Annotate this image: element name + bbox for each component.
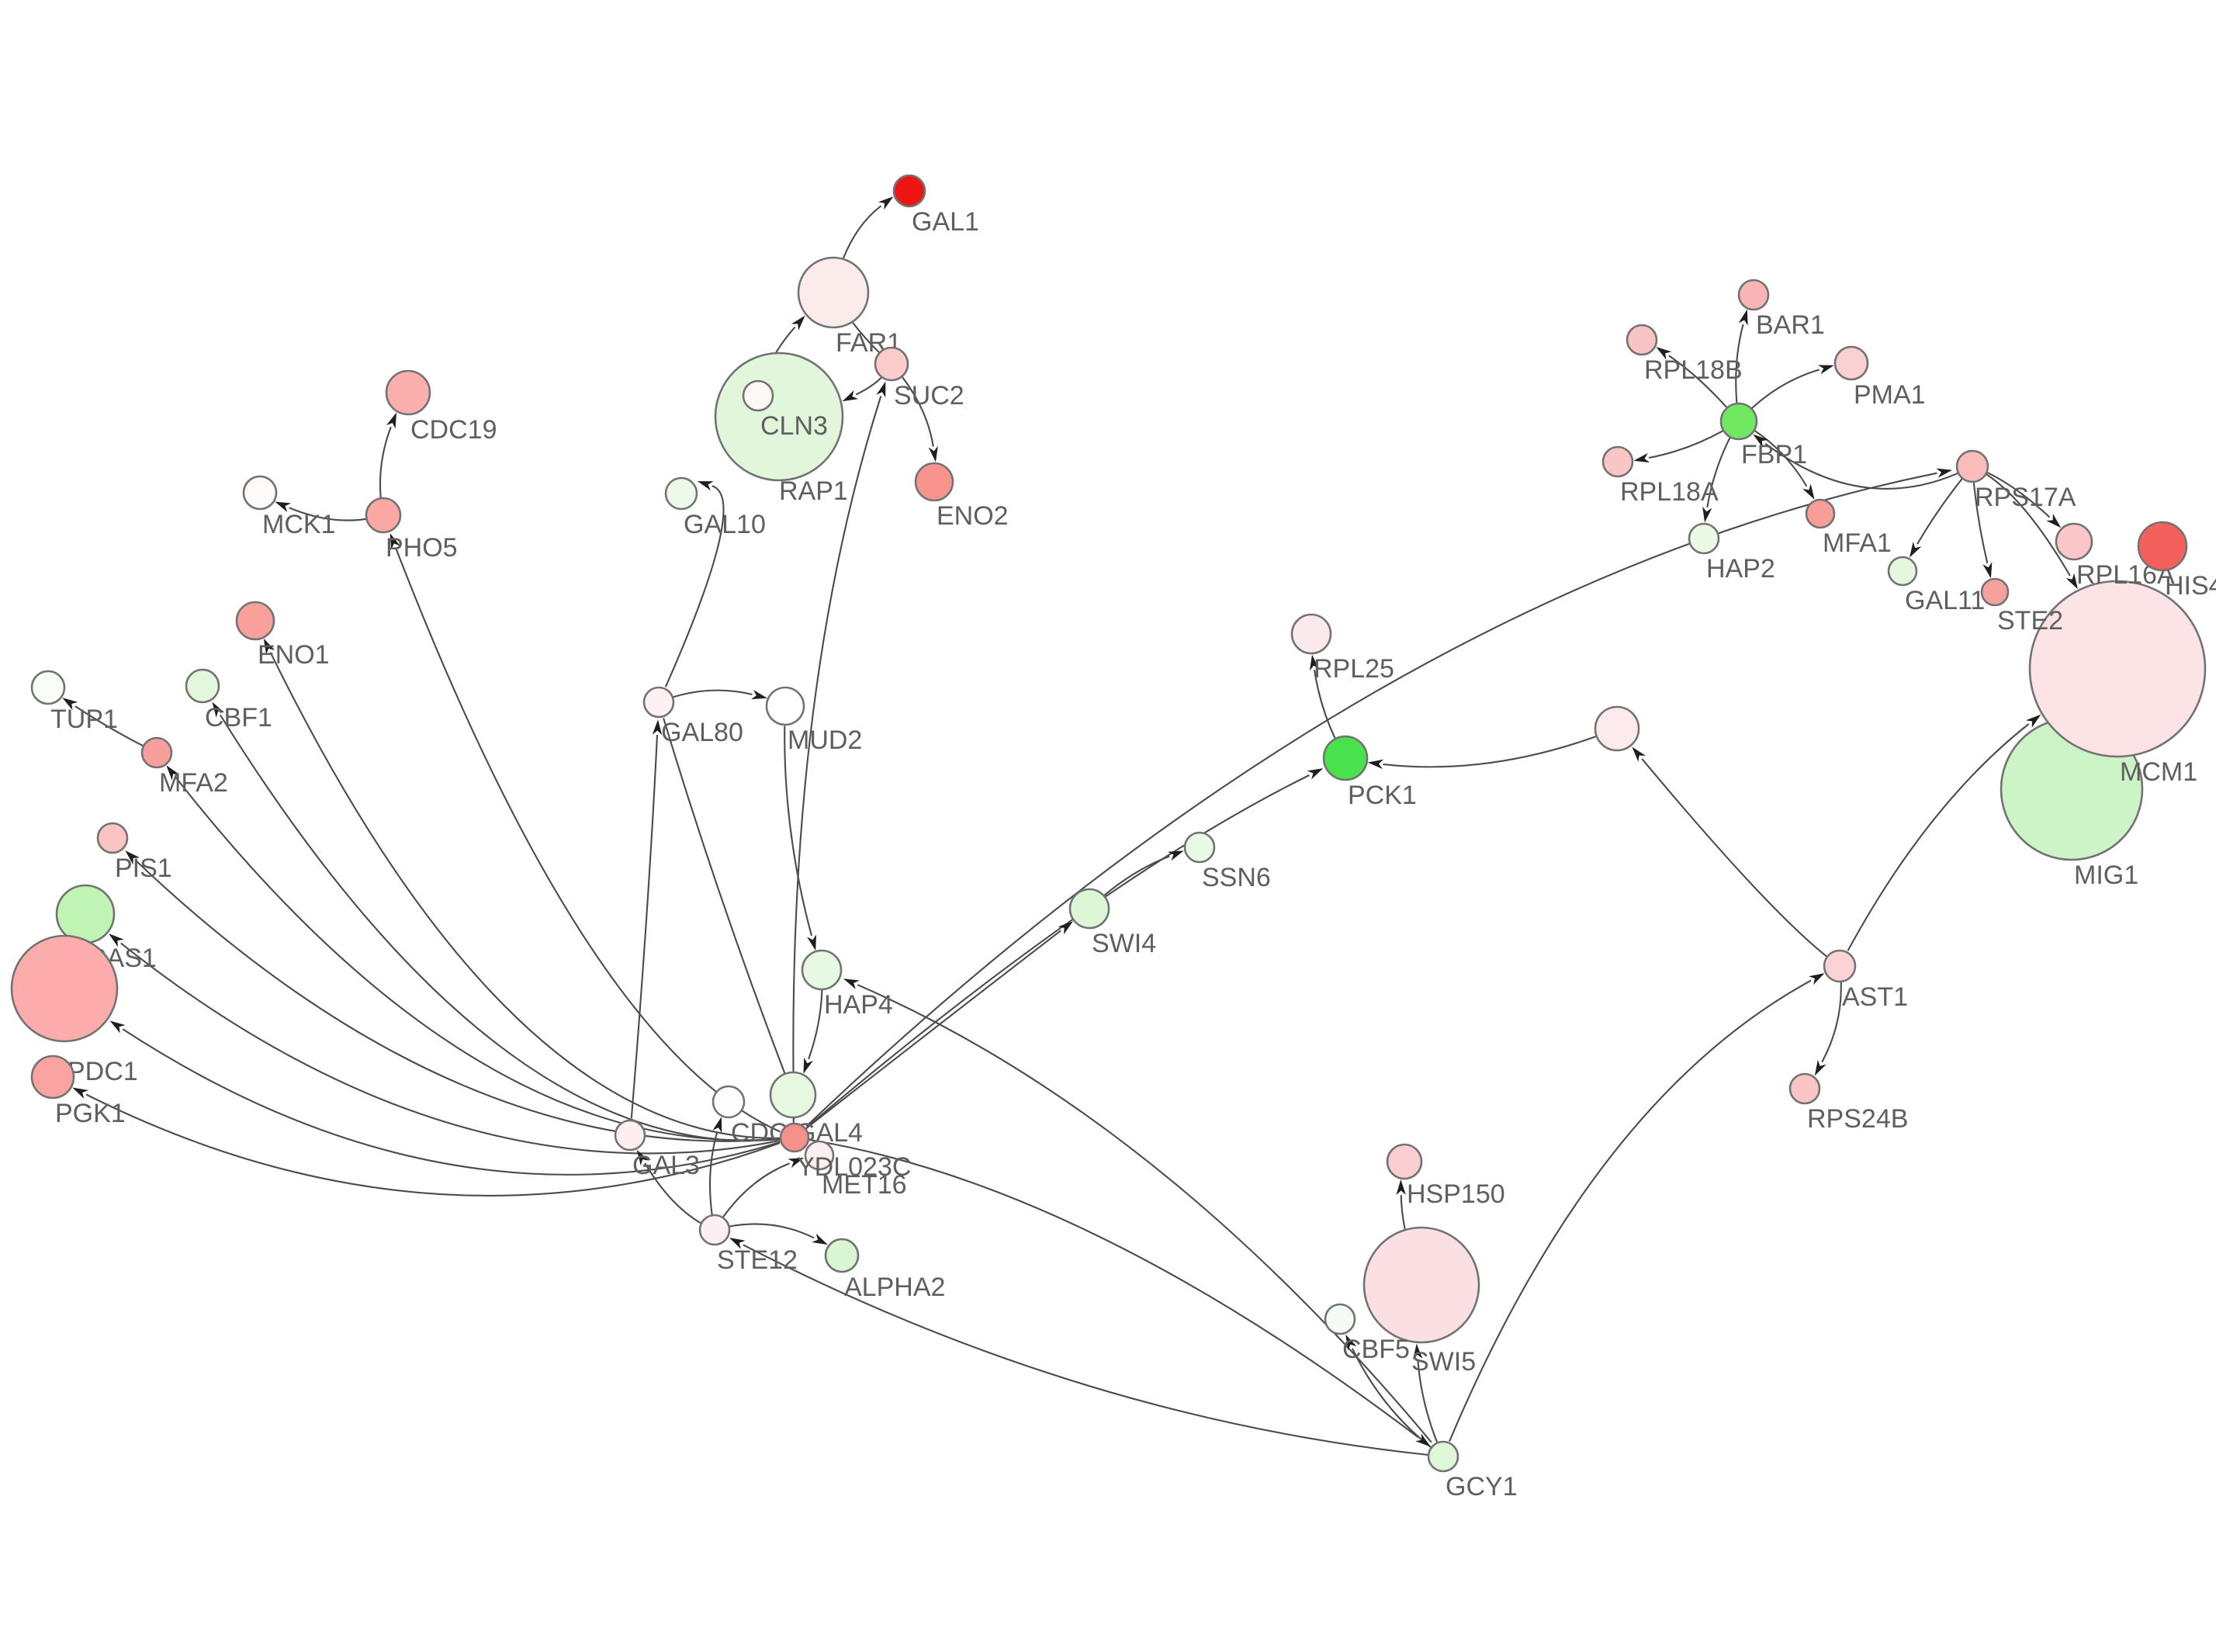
svg-text:RPS17A: RPS17A [1975, 483, 2076, 512]
svg-text:SSN6: SSN6 [1202, 863, 1271, 892]
svg-text:SWI4: SWI4 [1092, 929, 1156, 958]
svg-text:MIG1: MIG1 [2074, 861, 2138, 890]
svg-text:MFA1: MFA1 [1823, 528, 1892, 558]
svg-text:YDL023C: YDL023C [797, 1152, 911, 1182]
svg-text:HAP2: HAP2 [1706, 554, 1775, 584]
svg-text:CBF1: CBF1 [205, 703, 272, 732]
svg-text:HIS4: HIS4 [2165, 571, 2216, 601]
svg-text:ALPHA2: ALPHA2 [844, 1273, 945, 1302]
svg-text:STE2: STE2 [1997, 606, 2063, 636]
svg-text:BAR1: BAR1 [1756, 310, 1825, 340]
svg-text:GAL3: GAL3 [632, 1151, 700, 1180]
svg-text:RPL18A: RPL18A [1620, 477, 1719, 507]
svg-text:HAP4: HAP4 [824, 990, 893, 1020]
svg-text:ENO1: ENO1 [258, 640, 330, 670]
svg-text:MFA2: MFA2 [159, 768, 228, 798]
svg-text:HSP150: HSP150 [1407, 1179, 1505, 1209]
svg-text:MCK1: MCK1 [262, 510, 335, 539]
svg-text:PIS1: PIS1 [115, 854, 172, 883]
svg-text:FBP1: FBP1 [1741, 440, 1807, 469]
svg-text:STE12: STE12 [717, 1245, 798, 1275]
svg-text:GAL11: GAL11 [1905, 586, 1985, 615]
svg-text:PMA1: PMA1 [1854, 380, 1926, 410]
svg-text:TUP1: TUP1 [50, 705, 118, 734]
svg-text:RPL25: RPL25 [1314, 654, 1394, 684]
svg-text:PDC1: PDC1 [68, 1057, 138, 1086]
svg-text:CDC19: CDC19 [410, 415, 497, 445]
svg-text:PGK1: PGK1 [55, 1099, 126, 1128]
svg-text:PCK1: PCK1 [1348, 781, 1417, 810]
svg-text:MET16: MET16 [822, 1170, 907, 1200]
svg-text:MUD2: MUD2 [788, 726, 862, 755]
svg-text:RPS24B: RPS24B [1807, 1104, 1908, 1134]
svg-text:GAL1: GAL1 [912, 207, 979, 237]
svg-text:CBF5: CBF5 [1342, 1335, 1410, 1364]
svg-text:RPL18B: RPL18B [1644, 355, 1743, 385]
svg-text:GAL10: GAL10 [684, 510, 766, 539]
svg-text:CLN3: CLN3 [760, 411, 828, 441]
svg-text:RAP1: RAP1 [779, 476, 848, 506]
svg-text:GCY1: GCY1 [1446, 1472, 1518, 1501]
svg-text:SWI5: SWI5 [1411, 1347, 1476, 1377]
svg-text:MCM1: MCM1 [2120, 757, 2197, 787]
svg-text:PHO5: PHO5 [386, 533, 458, 563]
svg-text:SUC2: SUC2 [894, 381, 964, 410]
svg-text:GAL80: GAL80 [661, 718, 743, 747]
svg-text:ENO2: ENO2 [937, 501, 1009, 531]
svg-text:AST1: AST1 [1842, 982, 1908, 1012]
